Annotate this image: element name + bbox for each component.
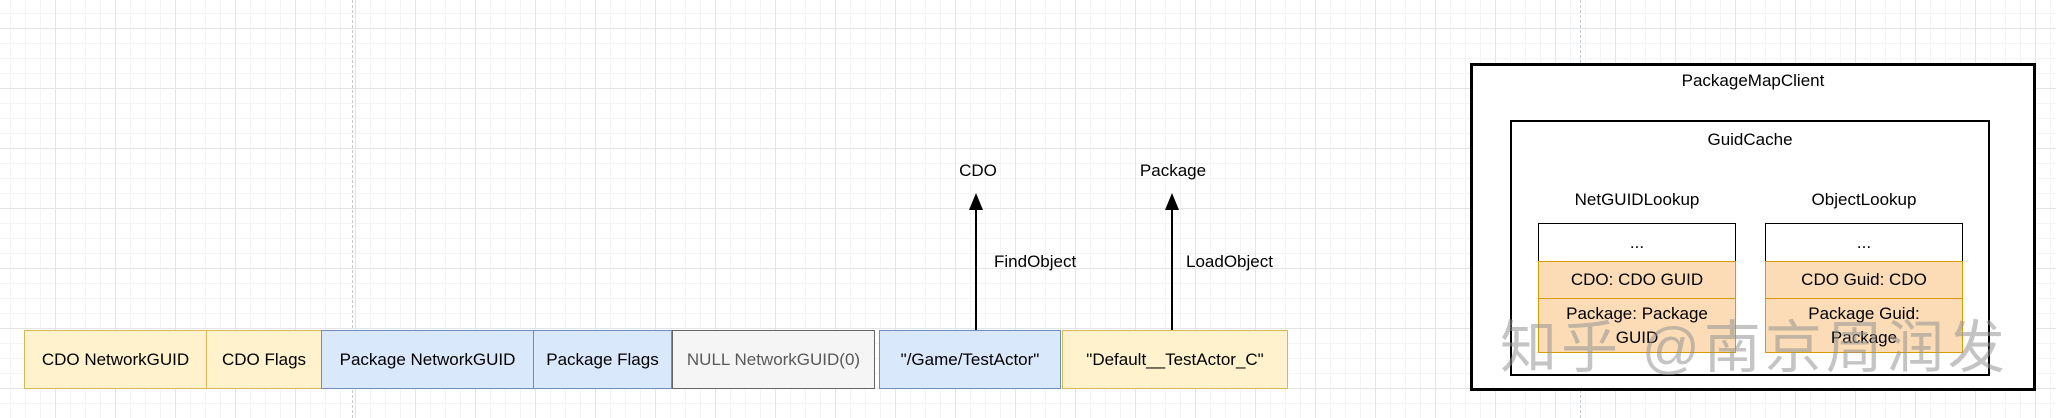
- table-row: ...: [1765, 223, 1963, 262]
- table-row: Package Guid: Package: [1765, 298, 1963, 353]
- table-row: CDO Guid: CDO: [1765, 261, 1963, 299]
- page-divider-left: [352, 0, 353, 418]
- table-row: CDO: CDO GUID: [1538, 261, 1736, 299]
- cdo-target-label: CDO: [959, 161, 997, 180]
- netguidlookup-table: ... CDO: CDO GUID Package: Package GUID: [1538, 223, 1736, 353]
- cell-game-testactor-path: "/Game/TestActor": [879, 330, 1061, 389]
- packagemapclient-title: PackageMapClient: [1681, 71, 1825, 90]
- table-row: Package: Package GUID: [1538, 298, 1736, 353]
- loadobject-label: LoadObject: [1186, 252, 1273, 271]
- findobject-arrow: [975, 208, 977, 330]
- cell-cdo-flags: CDO Flags: [206, 330, 322, 389]
- netguidlookup-title: NetGUIDLookup: [1574, 190, 1700, 209]
- arrow-up-icon: [969, 193, 983, 210]
- loadobject-arrow: [1171, 208, 1173, 330]
- cell-default-testactor-name: "Default__TestActor_C": [1062, 330, 1288, 389]
- package-target-label: Package: [1139, 161, 1207, 180]
- cell-package-flags: Package Flags: [533, 330, 672, 389]
- objectlookup-title: ObjectLookup: [1811, 190, 1917, 209]
- objectlookup-table: ... CDO Guid: CDO Package Guid: Package: [1765, 223, 1963, 353]
- cell-null-networkguid: NULL NetworkGUID(0): [672, 330, 875, 389]
- findobject-label: FindObject: [994, 252, 1077, 271]
- table-row: ...: [1538, 223, 1736, 262]
- guidcache-title: GuidCache: [1707, 130, 1793, 149]
- cell-package-networkguid: Package NetworkGUID: [321, 330, 534, 389]
- arrow-up-icon: [1165, 193, 1179, 210]
- zhihu-watermark: 知乎 @南京周润发: [1500, 316, 2009, 380]
- cell-cdo-networkguid: CDO NetworkGUID: [24, 330, 207, 389]
